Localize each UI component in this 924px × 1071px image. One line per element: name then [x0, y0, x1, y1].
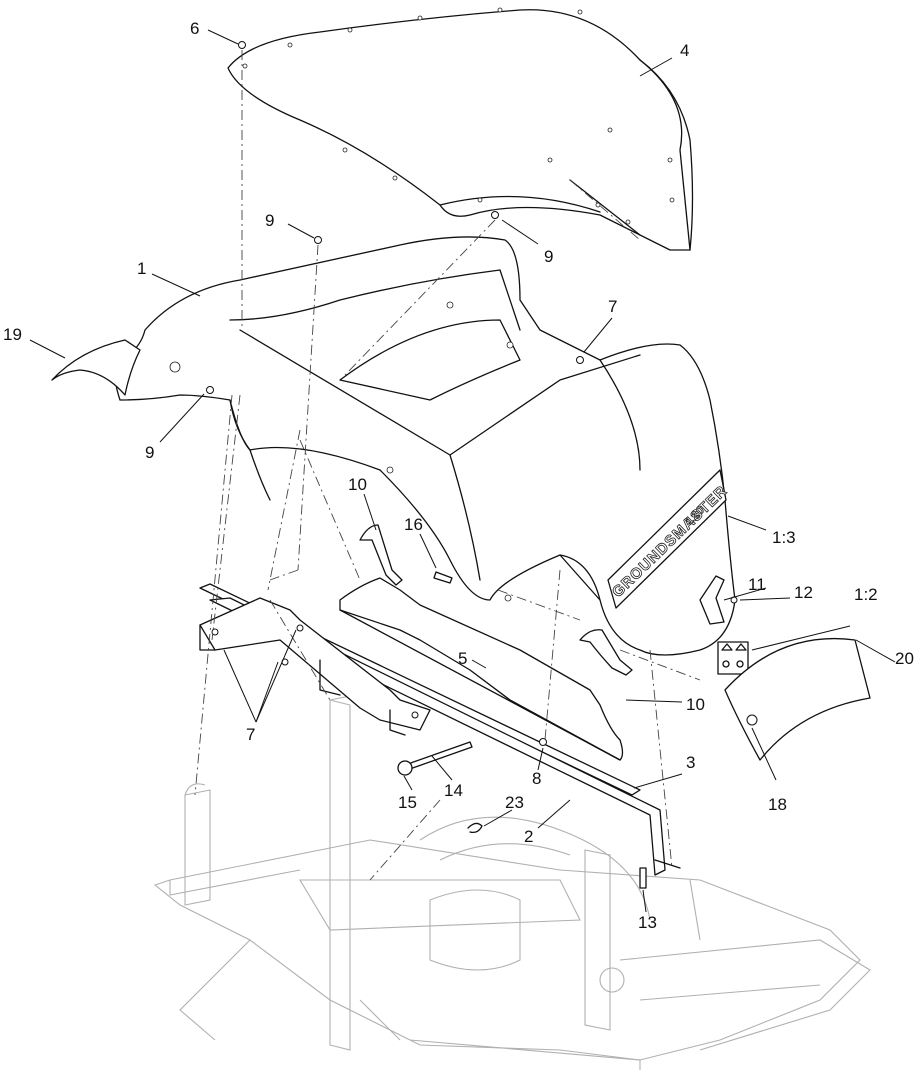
callout-9-right: 9 [544, 247, 553, 266]
screw-part-8 [539, 738, 547, 746]
alignment-lines [194, 50, 701, 881]
callout-16: 16 [404, 515, 423, 534]
screw-part-9-top [314, 236, 322, 244]
callout-18: 18 [768, 795, 787, 814]
lower-panel-part-5 [339, 577, 624, 761]
callout-9-top: 9 [265, 211, 274, 230]
left-deflector-part-19 [51, 339, 141, 396]
callout-15: 15 [398, 793, 417, 812]
warning-decal-part-1-2 [717, 641, 749, 675]
callout-10-upper: 10 [348, 475, 367, 494]
hinge-bracket-assembly [199, 597, 431, 736]
callout-11: 11 [748, 575, 766, 594]
callout-7-bottom: 7 [246, 725, 255, 744]
callout-9-left: 9 [145, 443, 154, 462]
screw-part-9-right [491, 211, 499, 219]
bracket-part-10-lower [579, 629, 633, 676]
callout-2: 2 [524, 827, 533, 846]
deflector-part-20 [724, 637, 871, 761]
callout-12: 12 [794, 583, 813, 602]
bracket-part-11 [699, 575, 725, 625]
callout-7-top: 7 [608, 297, 617, 316]
leader-lines [29, 29, 896, 913]
callout-4: 4 [680, 41, 689, 60]
callout-labels: 6 4 9 9 1 19 7 9 10 16 1:3 11 12 1:2 20 … [3, 19, 914, 932]
screw-part-6 [238, 41, 246, 49]
callout-19: 19 [3, 325, 22, 344]
hood-part-1 [114, 236, 736, 656]
callout-1-2: 1:2 [854, 585, 878, 604]
spring-part-23 [467, 822, 483, 834]
bracket-part-10-upper [359, 524, 403, 586]
nut-part-18 [746, 714, 758, 726]
pin-part-14 [404, 741, 473, 771]
callout-20: 20 [895, 649, 914, 668]
bar-part-2 [209, 597, 681, 876]
chassis-frame [153, 694, 871, 1070]
callout-23: 23 [505, 793, 524, 812]
clip-part-15 [397, 760, 413, 776]
callout-10-lower: 10 [686, 695, 705, 714]
top-panel-part-4 [227, 7, 694, 251]
callout-6: 6 [190, 19, 199, 38]
screw-part-16 [433, 571, 453, 584]
callout-5: 5 [458, 649, 467, 668]
callout-13: 13 [638, 913, 657, 932]
callout-1-3: 1:3 [772, 528, 796, 547]
callout-1: 1 [137, 259, 146, 278]
callout-14: 14 [444, 781, 463, 800]
nut-part-7-top [576, 356, 584, 364]
callout-8: 8 [532, 769, 541, 788]
screw-part-9-left [206, 386, 214, 394]
callout-3: 3 [686, 753, 695, 772]
screw-part-13 [639, 867, 647, 889]
